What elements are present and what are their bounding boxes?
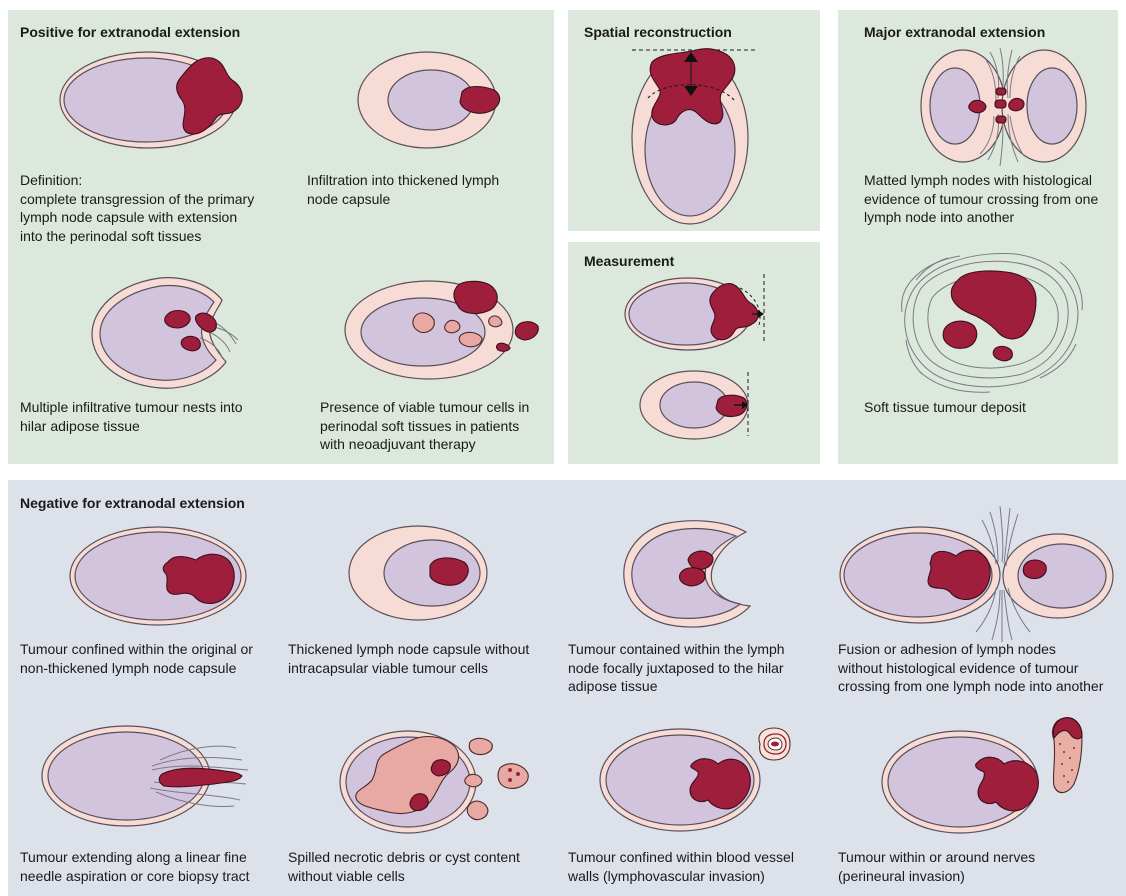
diagram-perineural xyxy=(0,0,1126,896)
